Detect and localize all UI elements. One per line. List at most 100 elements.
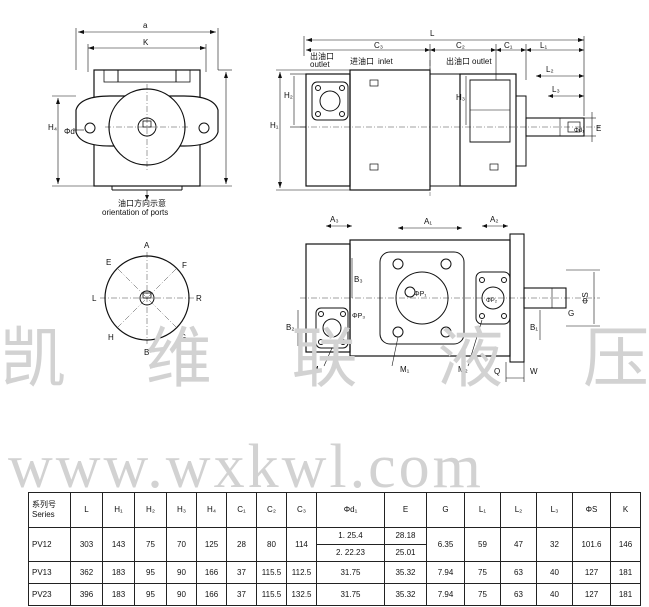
header-L1: L₁ <box>464 492 501 528</box>
cell-C1: 37 <box>226 561 257 584</box>
dim-K: K <box>143 38 149 47</box>
dim-C1: C₁ <box>504 41 513 50</box>
cell-L: 362 <box>70 561 103 584</box>
cell-H3: 90 <box>166 561 197 584</box>
cell-L3: 40 <box>536 561 573 584</box>
cell-G: 7.94 <box>426 561 465 584</box>
cell-H1: 183 <box>102 583 135 606</box>
dim-W: W <box>530 367 538 376</box>
dim-Q: Q <box>494 367 500 376</box>
dim-M1: M₁ <box>400 365 410 374</box>
header-H3: H₃ <box>166 492 197 528</box>
header-G: G <box>426 492 465 528</box>
cell-d1: 31.75 <box>316 583 385 606</box>
technical-drawing: a K H₄ Φd <box>48 21 601 382</box>
table-row: PV12 303 143 75 70 125 28 80 114 1. 25.4… <box>28 527 641 562</box>
cell-C2: 80 <box>256 527 287 562</box>
table-row: 2. 22.23 25.01 <box>29 544 641 562</box>
cell-L: 396 <box>70 583 103 606</box>
port-letter-R: R <box>196 294 202 303</box>
port-outlet2-cn: 出油口 <box>446 56 470 66</box>
header-E: E <box>384 492 427 528</box>
cell-E-b: 25.01 <box>384 544 427 562</box>
dim-L1: L₁ <box>540 41 547 50</box>
dim-P2: ΦP₂ <box>486 298 498 304</box>
port-letter-L: L <box>92 294 97 303</box>
cell-L3: 40 <box>536 583 573 606</box>
dim-B1: B₁ <box>530 323 538 332</box>
header-L3: L₃ <box>536 492 573 528</box>
port-inlet-cn: 进油口 <box>350 56 374 66</box>
port-letter-E: E <box>106 258 111 267</box>
cell-H3: 70 <box>166 527 197 562</box>
cell-C1: 37 <box>226 583 257 606</box>
port-letter-G: G <box>180 333 186 342</box>
dim-A3: A₃ <box>330 215 339 224</box>
caption-ports-cn: 油口方向示意 <box>118 198 166 208</box>
header-C3: C₃ <box>286 492 317 528</box>
cell-E: 35.32 <box>384 561 427 584</box>
port-letter-A: A <box>144 241 150 250</box>
dim-P1: ΦP₁ <box>414 291 427 298</box>
dim-B3: B₃ <box>354 275 363 284</box>
dim-S: ΦS <box>581 292 590 304</box>
cell-L3: 32 <box>536 527 573 562</box>
cell-C3: 114 <box>286 527 317 562</box>
cell-series: PV13 <box>28 561 71 584</box>
cell-K: 181 <box>610 561 641 584</box>
dim-M2: M₂ <box>458 365 468 374</box>
port-letter-H: H <box>108 333 114 342</box>
cell-E-a: 28.18 <box>384 527 427 545</box>
port-outlet1-en: outlet <box>310 60 330 69</box>
header-K: K <box>610 492 641 528</box>
header-L2: L₂ <box>500 492 537 528</box>
cell-L1: 75 <box>464 583 501 606</box>
cell-H2: 75 <box>134 527 167 562</box>
port-letter-B: B <box>144 348 149 357</box>
dim-A2: A₂ <box>490 215 498 224</box>
side-view: L C₃ C₂ C₁ L₁ L₂ L₃ 出油口 outlet 进油口 inlet… <box>270 29 601 196</box>
header-H1: H₁ <box>102 492 135 528</box>
front-view: a K H₄ Φd <box>48 21 232 217</box>
dim-a: a <box>143 21 148 30</box>
dim-G: G <box>568 309 574 318</box>
dim-phi-d1: Φd₁ <box>574 128 584 134</box>
cell-C1: 28 <box>226 527 257 562</box>
cell-C3: 132.5 <box>286 583 317 606</box>
cell-H4: 166 <box>196 583 227 606</box>
cell-series: PV23 <box>28 583 71 606</box>
header-S: ΦS <box>572 492 611 528</box>
top-view: A₃ A₁ A₂ ΦP₁ ΦP₃ ΦP₂ <box>286 215 600 382</box>
cell-H1: 143 <box>102 527 135 562</box>
dim-E: E <box>596 124 601 133</box>
dim-L2: L₂ <box>546 65 554 74</box>
cell-d1-b: 2. 22.23 <box>316 544 385 562</box>
header-H2: H₂ <box>134 492 167 528</box>
header-H4: H₄ <box>196 492 227 528</box>
cell-L1: 59 <box>464 527 501 562</box>
cell-S: 101.6 <box>572 527 611 562</box>
cell-H2: 95 <box>134 561 167 584</box>
cell-G: 6.35 <box>426 527 465 562</box>
cell-L2: 63 <box>500 583 537 606</box>
port-inlet-en: inlet <box>378 57 393 66</box>
dim-C2: C₂ <box>456 41 465 50</box>
dim-P3: ΦP₃ <box>352 313 365 320</box>
dim-L: L <box>430 29 435 38</box>
header-series: 系列号 Series <box>28 492 71 528</box>
header-C2: C₂ <box>256 492 287 528</box>
cell-S: 127 <box>572 583 611 606</box>
dim-H4: H₄ <box>48 123 57 132</box>
dim-H2: H₂ <box>284 91 293 100</box>
cell-K: 181 <box>610 583 641 606</box>
cell-H2: 95 <box>134 583 167 606</box>
dim-B2: B₂ <box>286 323 294 332</box>
cell-d1: 31.75 <box>316 561 385 584</box>
caption-ports-en: orientation of ports <box>102 208 168 217</box>
port-diagram: A B E F L R H G <box>92 241 202 357</box>
cell-series: PV12 <box>28 527 71 562</box>
cell-G: 7.94 <box>426 583 465 606</box>
cell-H3: 90 <box>166 583 197 606</box>
dim-C3: C₃ <box>374 41 383 50</box>
port-outlet1-cn: 出油口 <box>310 51 334 61</box>
